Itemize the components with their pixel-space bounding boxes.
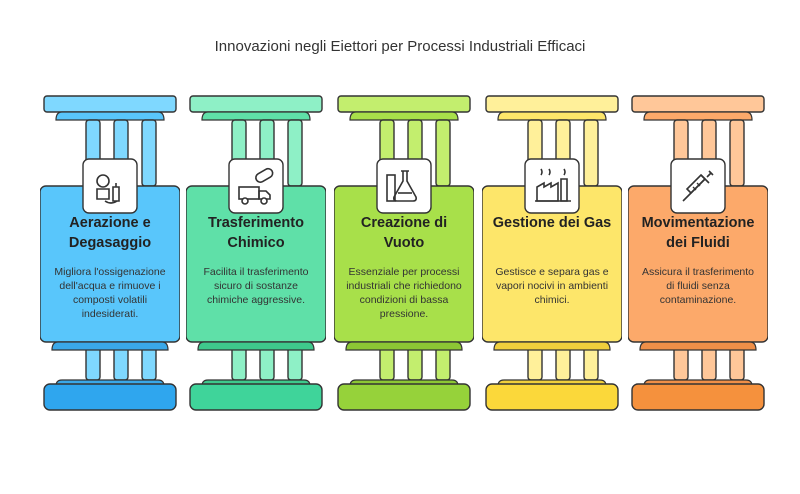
pillar-capital <box>337 95 471 113</box>
pillar-description: Facilita il trasferimento sicuro di sost… <box>203 266 309 306</box>
pillar-2: Trasferimento Chimico Facilita il trasfe… <box>186 0 326 494</box>
pillar-base <box>337 383 471 411</box>
pillar-card-base <box>197 341 315 351</box>
pillar-bar-top <box>435 119 451 187</box>
pillar-base <box>631 383 765 411</box>
pillar-bar-top <box>729 119 745 187</box>
pillar-frame <box>40 95 180 411</box>
pillar-bar-top <box>141 119 157 187</box>
pillar-description: Assicura il trasferimento di fluidi senz… <box>641 266 755 306</box>
pillar-card-base <box>345 341 463 351</box>
pillar-title: Aerazione e Degasaggio <box>68 215 152 251</box>
pillar-description: Migliora l'ossigenazione dell'acqua e ri… <box>54 266 166 320</box>
pillar-base <box>485 383 619 411</box>
pillar-capital <box>631 95 765 113</box>
pillar-card-base <box>639 341 757 351</box>
icon-frame <box>376 158 432 214</box>
pillar-capital <box>43 95 177 113</box>
pillar-capital <box>485 95 619 113</box>
pillar-3: Creazione di Vuoto Essenziale per proces… <box>334 0 474 494</box>
flask-icon <box>386 170 417 202</box>
pillar-bar-top <box>287 119 303 187</box>
pillar-description: Essenziale per processi industriali che … <box>346 266 462 320</box>
pillar-title: Trasferimento Chimico <box>208 215 304 251</box>
pillar-title: Gestione dei Gas <box>492 215 612 231</box>
aeration-equipment-icon <box>96 174 120 204</box>
pillar-capital-base <box>349 111 459 121</box>
pillar-4: Gestione dei Gas Gestisce e separa gas e… <box>482 0 622 494</box>
pillar-capital <box>189 95 323 113</box>
pillar-5: Movimentazione dei Fluidi Assicura il tr… <box>628 0 768 494</box>
factory-chimney-icon <box>535 168 571 202</box>
pillar-frame <box>482 95 622 411</box>
syringe-icon <box>682 170 714 202</box>
pillar-title: Creazione di Vuoto <box>360 215 448 251</box>
pillar-frame <box>334 95 474 411</box>
pillar-1: Aerazione e Degasaggio Migliora l'ossige… <box>40 0 180 494</box>
page-title: Innovazioni negli Eiettori per Processi … <box>214 38 586 55</box>
pillar-card-base <box>493 341 611 351</box>
pillar-bar-top <box>583 119 599 187</box>
pillar-capital-base <box>201 111 311 121</box>
pillar-title: Movimentazione dei Fluidi <box>641 215 755 251</box>
truck-pill-icon <box>238 167 274 205</box>
pillar-capital-base <box>643 111 753 121</box>
pillar-base <box>189 383 323 411</box>
pillar-card-base <box>51 341 169 351</box>
pillar-base <box>43 383 177 411</box>
pillar-frame <box>186 95 326 411</box>
pillar-capital-base <box>497 111 607 121</box>
pillar-description: Gestisce e separa gas e vapori nocivi in… <box>495 266 609 306</box>
pillar-capital-base <box>55 111 165 121</box>
